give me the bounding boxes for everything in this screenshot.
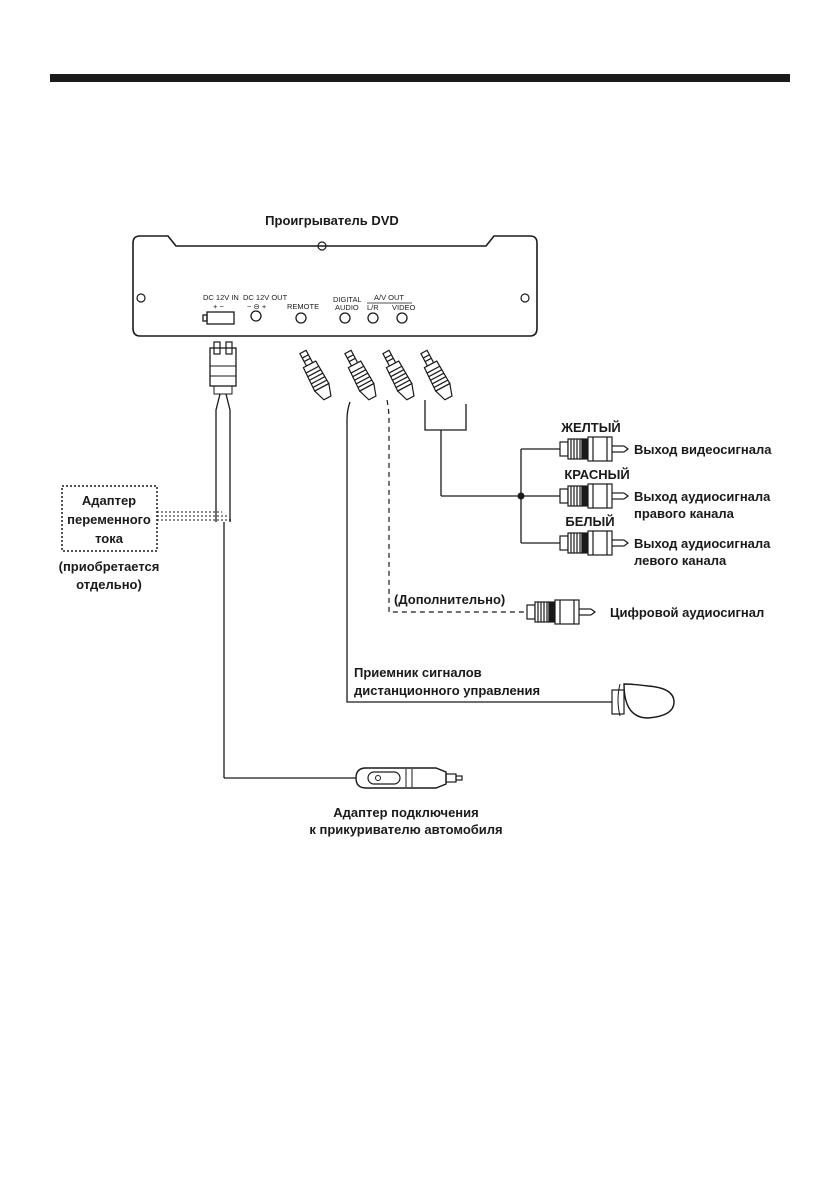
audio-left-label-1: Выход аудиосигнала <box>634 536 771 551</box>
car-adapter-line1: Адаптер подключения <box>333 805 478 820</box>
white-rca-plug <box>559 530 629 556</box>
dc-out-label: DC 12V OUT <box>243 293 288 302</box>
remote-jack <box>295 347 336 403</box>
ac-adapter-line3: тока <box>95 531 124 546</box>
dc-out-port <box>250 310 262 322</box>
ac-adapter: Адаптер переменного тока (приобретается … <box>59 485 160 592</box>
ac-adapter-line2: переменного <box>67 512 151 527</box>
digital-audio-port <box>339 312 351 324</box>
car-adapter-line2: к прикуривателю автомобиля <box>309 822 502 837</box>
dc-in-polarity-label: + − <box>213 302 224 311</box>
remote-receiver-sensor <box>611 683 675 719</box>
white-label: БЕЛЫЙ <box>565 514 614 529</box>
lr-jack <box>378 347 419 403</box>
dvd-player-title: Проигрыватель DVD <box>265 213 399 228</box>
remote-receiver-line2: дистанционного управления <box>354 683 540 698</box>
dc-in-port <box>206 311 235 325</box>
video-label: VIDEO <box>392 303 416 312</box>
ac-adapter-link <box>157 511 231 521</box>
lr-port <box>367 312 379 324</box>
remote-port <box>295 312 307 324</box>
yellow-rca-plug <box>559 436 629 462</box>
audio-right-label-1: Выход аудиосигнала <box>634 489 771 504</box>
car-lighter-adapter <box>355 767 463 789</box>
yellow-label: ЖЕЛТЫЙ <box>560 420 621 435</box>
ac-adapter-note2: отдельно) <box>76 577 142 592</box>
video-out-label: Выход видеосигнала <box>634 442 772 457</box>
ac-adapter-line1: Адаптер <box>82 493 136 508</box>
dc-in-label: DC 12V IN <box>203 293 239 302</box>
av-out-label: A/V OUT <box>374 293 404 302</box>
dc-out-polarity-label: − ⊖ + <box>247 302 267 311</box>
dvd-player: Проигрыватель DVD DC 12V IN + − DC 12V O… <box>132 213 538 337</box>
optional-label: (Дополнительно) <box>394 592 505 607</box>
audio-label: AUDIO <box>335 303 359 312</box>
audio-left-label-2: левого канала <box>634 553 727 568</box>
video-jack <box>416 347 457 403</box>
ac-adapter-note1: (приобретается <box>59 559 160 574</box>
digital-rca-plug <box>526 599 596 625</box>
remote-receiver-line1: Приемник сигналов <box>354 665 482 680</box>
video-port <box>396 312 408 324</box>
power-connector <box>209 341 237 395</box>
red-label: КРАСНЫЙ <box>564 467 629 482</box>
lr-label: L/R <box>367 303 379 312</box>
header-rule <box>50 74 790 82</box>
digital-audio-label: Цифровой аудиосигнал <box>610 605 764 620</box>
audio-right-label-2: правого канала <box>634 506 735 521</box>
digital-jack <box>340 347 381 403</box>
red-rca-plug <box>559 483 629 509</box>
remote-label: REMOTE <box>287 302 319 311</box>
digital-label: DIGITAL <box>333 295 362 304</box>
